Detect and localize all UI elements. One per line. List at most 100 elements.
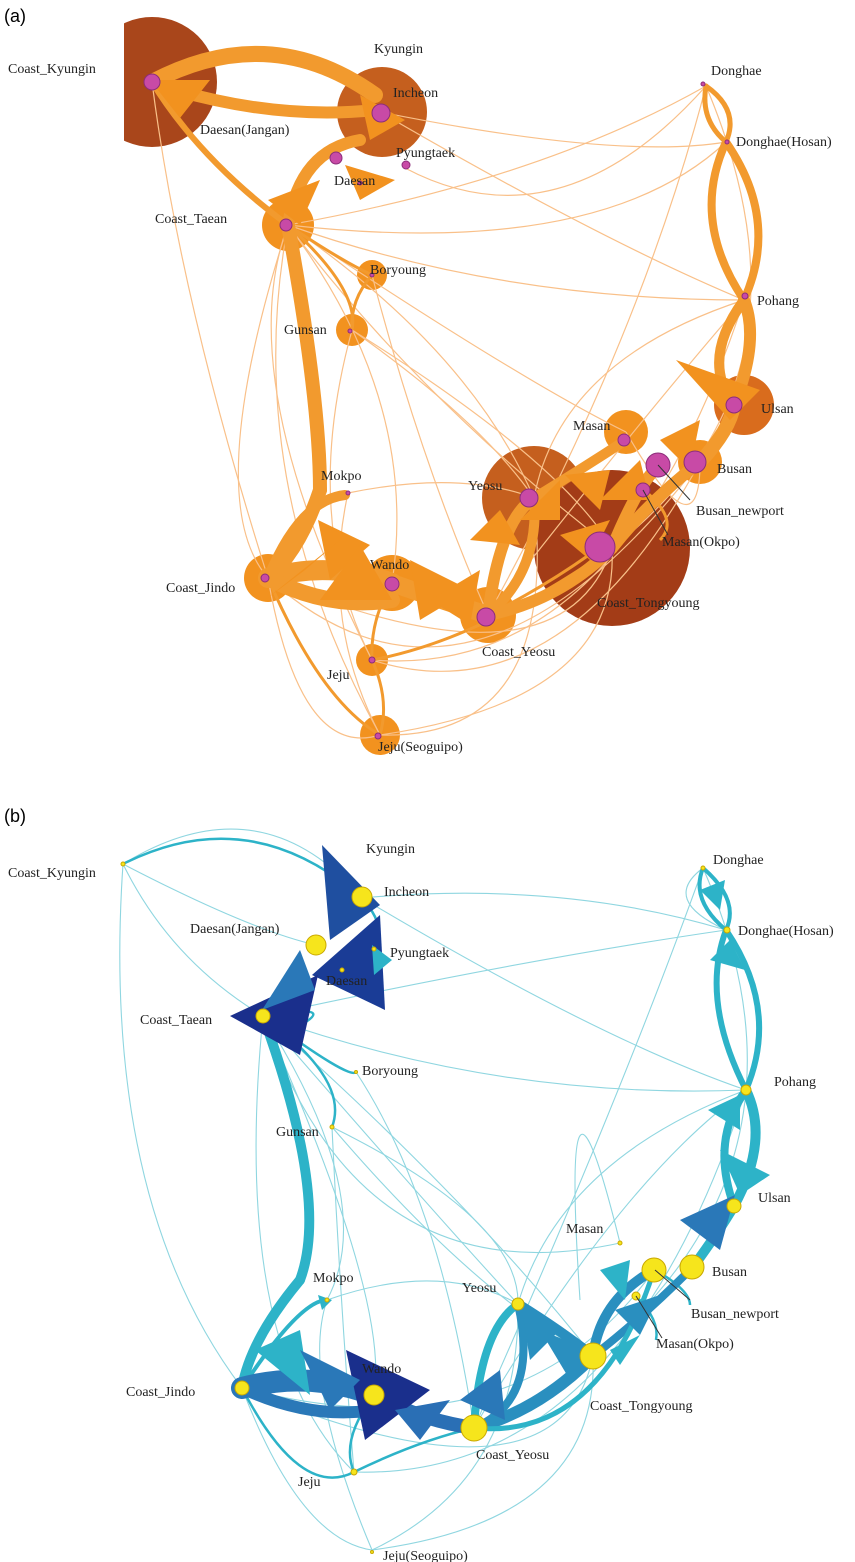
node-a-masan (617, 433, 631, 447)
node-a-donghae-hosan (724, 139, 730, 145)
node-a-jeju-seoguipo (374, 732, 382, 740)
label-a-donghae-hosan: Donghae(Hosan) (736, 135, 832, 150)
panel-a-label: (a) (4, 6, 26, 26)
label-b-coast-taean: Coast_Taean (140, 1013, 212, 1028)
label-b-daesan-jangan: Daesan(Jangan) (190, 922, 280, 937)
label-b-boryoung: Boryoung (362, 1064, 418, 1079)
node-b-boryoung (354, 1070, 358, 1074)
label-b-kyungin: Kyungin (366, 842, 415, 857)
node-a-busan (683, 450, 707, 474)
panel-b-minor-edges (119, 828, 748, 1551)
label-b-busan: Busan (712, 1265, 747, 1280)
node-b-gunsan (329, 1124, 335, 1130)
label-b-coast-kyungin: Coast_Kyungin (8, 866, 96, 881)
label-a-yeosu: Yeosu (468, 479, 502, 494)
label-b-jeju: Jeju (298, 1475, 321, 1490)
label-a-daesan: Daesan (334, 174, 375, 189)
label-a-busan-newport: Busan_newport (696, 504, 784, 519)
node-b-yeosu (511, 1297, 525, 1311)
label-a-coast-tongyoung: Coast_Tongyoung (597, 596, 699, 611)
node-a-coast-jindo (260, 573, 270, 583)
node-a-pohang (741, 292, 749, 300)
label-a-wando: Wando (370, 558, 409, 573)
label-a-daesan-jangan: Daesan(Jangan) (200, 123, 290, 138)
label-b-yeosu: Yeosu (462, 1281, 496, 1296)
node-b-donghae (700, 865, 706, 871)
label-a-gunsan: Gunsan (284, 323, 327, 338)
label-b-masan: Masan (566, 1222, 603, 1237)
node-b-coast-jindo (234, 1380, 250, 1396)
panel-b: (b) (4, 806, 834, 1562)
label-b-pohang: Pohang (774, 1075, 816, 1090)
node-a-wando (384, 576, 400, 592)
label-a-coast-jindo: Coast_Jindo (166, 581, 235, 596)
label-b-pyungtaek: Pyungtaek (390, 946, 449, 961)
label-a-coast-yeosu: Coast_Yeosu (482, 645, 555, 660)
node-a-gunsan (347, 328, 353, 334)
node-b-donghae-hosan (723, 926, 731, 934)
node-b-jeju-seoguipo (370, 1550, 374, 1554)
label-b-coast-tongyoung: Coast_Tongyoung (590, 1399, 692, 1414)
label-a-masan: Masan (573, 419, 610, 434)
node-b-coast-tongyoung (579, 1342, 607, 1370)
panel-a-labels: Coast_Kyungin Kyungin Incheon Daesan(Jan… (8, 42, 832, 755)
label-a-busan: Busan (717, 462, 752, 477)
panel-b-arrowheads (230, 845, 770, 1440)
label-b-ulsan: Ulsan (758, 1191, 791, 1206)
label-a-ulsan: Ulsan (761, 402, 794, 417)
node-a-coast-taean (279, 218, 293, 232)
panel-a-node-dots (143, 73, 749, 740)
node-b-mokpo (324, 1297, 330, 1303)
node-b-masan (617, 1240, 623, 1246)
node-b-pohang (740, 1084, 752, 1096)
node-b-ulsan (726, 1198, 742, 1214)
label-a-pohang: Pohang (757, 294, 799, 309)
panel-a-minor-edges (151, 81, 752, 739)
node-a-jeju (368, 656, 376, 664)
node-a-coast-kyungin (143, 73, 161, 91)
label-b-donghae: Donghae (713, 853, 764, 868)
label-a-incheon: Incheon (393, 86, 438, 101)
panel-b-node-dots (120, 861, 752, 1554)
label-a-coast-kyungin: Coast_Kyungin (8, 62, 96, 77)
node-a-boryoung (369, 272, 375, 278)
panel-a: (a) (4, 6, 832, 755)
node-b-coast-taean (255, 1008, 271, 1024)
node-a-yeosu (519, 488, 539, 508)
label-b-coast-yeosu: Coast_Yeosu (476, 1448, 549, 1463)
label-b-daesan: Daesan (326, 974, 367, 989)
node-b-jeju (350, 1468, 358, 1476)
label-b-busan-newport: Busan_newport (691, 1307, 779, 1322)
node-b-wando (363, 1384, 385, 1406)
node-a-coast-tongyoung (584, 531, 616, 563)
node-a-mokpo (345, 490, 351, 496)
node-a-daesan-jangan (329, 151, 343, 165)
label-b-incheon: Incheon (384, 885, 429, 900)
label-b-wando: Wando (362, 1362, 401, 1377)
panel-b-leader-lines (635, 1269, 691, 1339)
label-b-donghae-hosan: Donghae(Hosan) (738, 924, 834, 939)
label-b-jeju-seoguipo: Jeju(Seoguipo) (383, 1549, 468, 1562)
node-b-daesan-jangan (305, 934, 327, 956)
node-b-busan-main (641, 1257, 667, 1283)
node-b-incheon (351, 886, 373, 908)
label-b-gunsan: Gunsan (276, 1125, 319, 1140)
label-a-jeju-seoguipo: Jeju(Seoguipo) (378, 740, 463, 755)
node-b-busan (679, 1254, 705, 1280)
node-b-pyungtaek (371, 946, 377, 952)
label-b-mokpo: Mokpo (313, 1271, 353, 1286)
label-a-kyungin: Kyungin (374, 42, 423, 57)
panel-b-labels: Coast_Kyungin Kyungin Incheon Daesan(Jan… (8, 842, 834, 1562)
node-b-coast-yeosu (460, 1414, 488, 1442)
node-a-pyungtaek (401, 160, 411, 170)
label-a-pyungtaek: Pyungtaek (396, 146, 455, 161)
label-a-donghae: Donghae (711, 64, 762, 79)
node-a-daesan (357, 180, 363, 186)
label-a-coast-taean: Coast_Taean (155, 212, 227, 227)
label-b-masan-okpo: Masan(Okpo) (656, 1337, 734, 1352)
label-a-jeju: Jeju (327, 668, 350, 683)
panel-a-leader-lines (642, 464, 691, 536)
label-a-masan-okpo: Masan(Okpo) (662, 535, 740, 550)
node-b-coast-kyungin (120, 861, 126, 867)
